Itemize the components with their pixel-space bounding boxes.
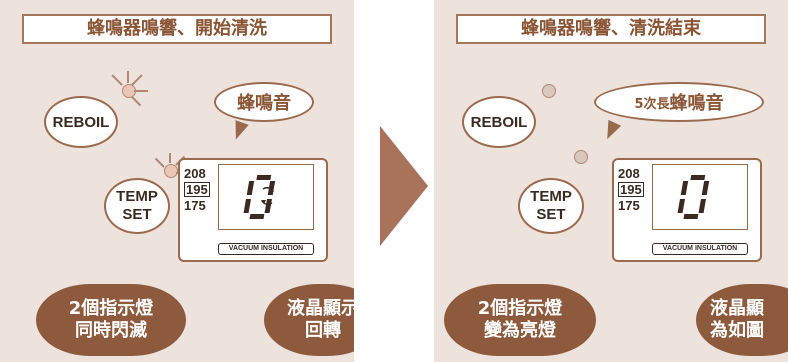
temp-set-button: TEMP SET xyxy=(104,178,170,234)
instruction-line: 液晶顯 xyxy=(710,298,764,319)
temp-label: TEMP xyxy=(116,188,158,205)
reboil-label: REBOIL xyxy=(470,113,528,131)
instruction-line: 液晶顯示 xyxy=(287,298,354,319)
lcd-screen xyxy=(652,164,748,230)
beep-text: 蜂鳴音 xyxy=(669,93,724,114)
blink-ray xyxy=(111,74,123,86)
reboil-label: REBOIL xyxy=(52,113,110,131)
rotating-segments-icon xyxy=(243,175,276,219)
blink-ray xyxy=(134,90,148,92)
lcd-display: 208 195 175 VACUUM INSULATION xyxy=(612,158,762,262)
panel-header: 蜂鳴器鳴響、開始清洗 xyxy=(22,14,332,44)
instruction-badge: 液晶顯示 回轉 xyxy=(264,284,354,356)
instruction-line: 同時閃滅 xyxy=(75,320,147,341)
instruction-line: 為如圖 xyxy=(710,320,764,341)
temp-set-button: TEMP SET xyxy=(518,178,584,234)
speech-tail xyxy=(600,119,622,143)
beep-count-text: 5次長 xyxy=(634,96,670,112)
beep-speech-bubble: 5次長 蜂鳴音 xyxy=(594,82,764,122)
panel-header: 蜂鳴器鳴響、清洗結束 xyxy=(456,14,766,44)
blink-ray xyxy=(169,153,171,163)
temp-208: 208 xyxy=(184,166,206,181)
lcd-display: 208 195 175 VACUUM INSULATION xyxy=(178,158,328,262)
step-panel-start: 蜂鳴器鳴響、開始清洗 REBOIL 蜂鳴音 TEMP SET 208 195 1… xyxy=(0,0,354,362)
instruction-line: 2個指示燈 xyxy=(68,298,154,319)
blink-ray xyxy=(127,71,129,83)
temp-indicator-lamp-on xyxy=(574,150,588,164)
lcd-screen xyxy=(218,164,314,230)
temp-208: 208 xyxy=(618,166,640,181)
set-label: SET xyxy=(122,206,152,223)
reboil-indicator-lamp-on xyxy=(542,84,556,98)
temp-label: TEMP xyxy=(530,188,572,205)
temperature-list: 208 195 175 xyxy=(618,166,644,214)
vacuum-insulation-label: VACUUM INSULATION xyxy=(652,243,748,255)
instruction-line: 變為亮燈 xyxy=(484,320,556,341)
blink-ray xyxy=(154,157,165,168)
set-label: SET xyxy=(536,206,566,223)
reboil-button: REBOIL xyxy=(462,96,536,148)
step-panel-finish: 蜂鳴器鳴響、清洗結束 REBOIL 5次長 蜂鳴音 TEMP SET 208 1… xyxy=(434,0,788,362)
temperature-list: 208 195 175 xyxy=(184,166,210,214)
instruction-badge: 液晶顯 為如圖 xyxy=(696,284,788,356)
vacuum-insulation-label: VACUUM INSULATION xyxy=(218,243,314,255)
instruction-badge: 2個指示燈 同時閃滅 xyxy=(36,284,186,356)
next-step-arrow-icon xyxy=(380,126,428,246)
reboil-button: REBOIL xyxy=(44,96,118,148)
temp-175: 175 xyxy=(184,198,206,213)
blink-ray xyxy=(131,96,142,107)
instruction-line: 2個指示燈 xyxy=(477,298,563,319)
temp-175: 175 xyxy=(618,198,640,213)
temp-195-selected: 195 xyxy=(618,182,644,197)
static-segments-icon xyxy=(677,175,710,219)
speech-tail xyxy=(229,120,249,142)
instruction-line: 回轉 xyxy=(305,320,341,341)
temp-indicator-lamp-blinking xyxy=(164,164,178,178)
beep-text: 蜂鳴音 xyxy=(237,93,291,114)
blink-ray xyxy=(131,74,143,86)
beep-speech-bubble: 蜂鳴音 xyxy=(214,82,314,122)
temp-195-selected: 195 xyxy=(184,182,210,197)
instruction-badge: 2個指示燈 變為亮燈 xyxy=(444,284,596,356)
